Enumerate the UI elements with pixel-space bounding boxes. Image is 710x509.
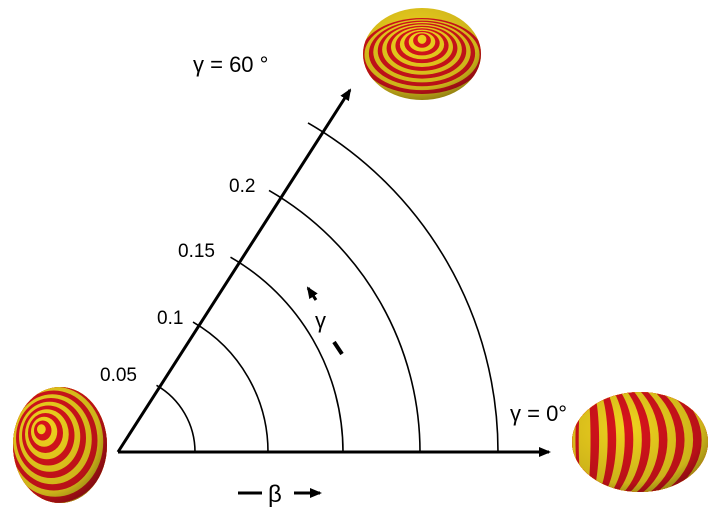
sphere-shape-icon	[13, 387, 107, 503]
gamma-arrow-head	[306, 286, 318, 301]
beta-arc	[156, 384, 196, 453]
beta-tick-label: 0.15	[178, 241, 215, 262]
beta-arc	[192, 321, 269, 453]
beta-arcs	[156, 122, 499, 453]
beta-tick-label: 0.2	[229, 176, 255, 197]
gamma-60-label: γ = 60 °	[193, 52, 268, 77]
beta-tick-label: 0.05	[100, 365, 137, 386]
prolate-shape-icon	[572, 392, 708, 492]
oblate-shape-icon	[363, 8, 481, 100]
gamma-arrow-tail	[332, 340, 344, 356]
beta-arc	[307, 122, 499, 453]
gamma-0-label: γ = 0°	[510, 401, 567, 426]
gamma-arrow-label: γ	[315, 308, 326, 333]
gamma-60-axis	[116, 88, 352, 453]
beta-arc	[268, 189, 421, 453]
beta-tick-label: 0.1	[157, 308, 183, 329]
beta-label: β	[268, 481, 282, 508]
beta-arc	[230, 256, 344, 453]
